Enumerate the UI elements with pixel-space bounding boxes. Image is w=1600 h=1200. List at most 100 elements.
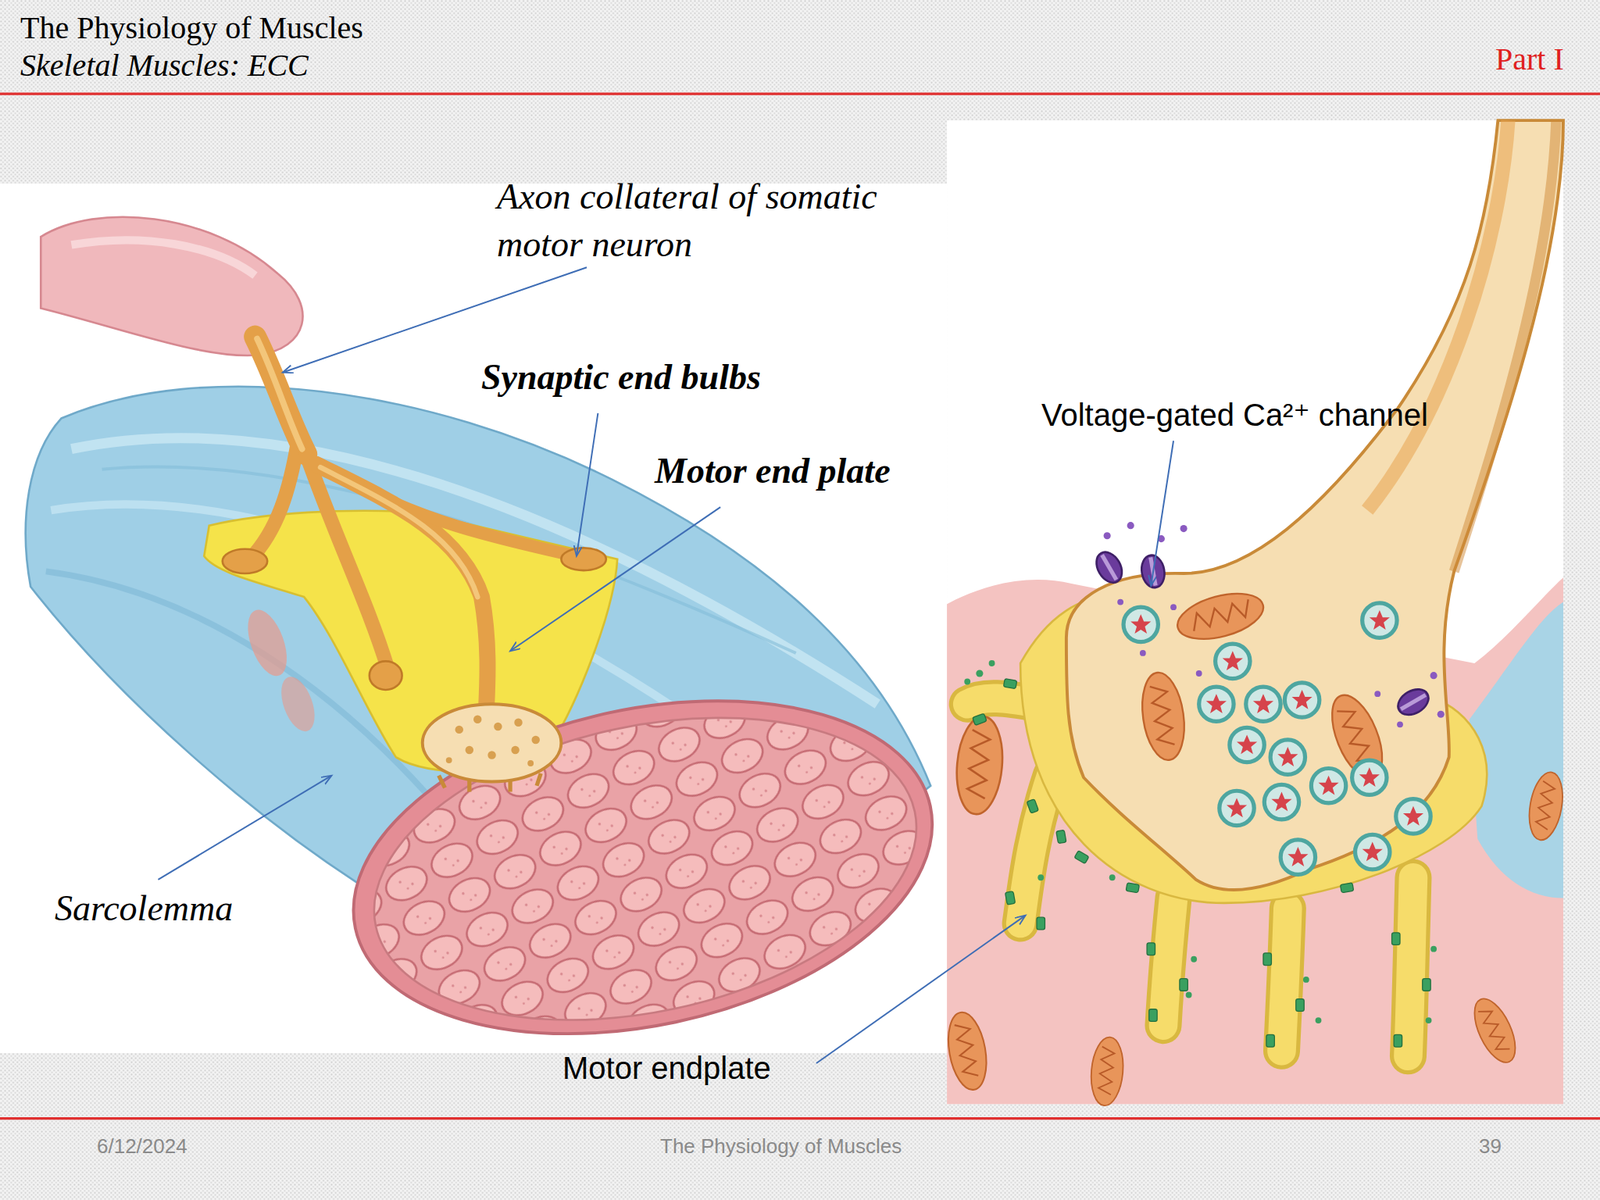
part-label: Voltage-gated Ca²⁺ channel [1041,396,1429,433]
footer-date: 6/12/2024 [96,1134,188,1159]
synaptic-vesicles [1246,686,1281,722]
vesicles [446,715,540,767]
junctional-folds [1163,897,1174,1025]
leader-line [816,915,1026,1064]
mitochondrion [1088,1035,1126,1108]
nerve-highlight [71,239,255,275]
calcium-ions [1437,710,1445,718]
vesicles [455,725,464,734]
axon-highlight [320,467,478,597]
myofibrils [346,671,945,1066]
vesicles [510,746,519,754]
ach-receptors [1339,882,1354,893]
axon-terminal [1066,120,1564,890]
acetylcholine [975,669,983,677]
end-bulb [560,547,606,571]
axon-shading [1453,120,1557,572]
calcium-ions [1396,721,1404,728]
slide-title: The Physiology of Muscles [20,9,364,47]
ach-receptors [1392,932,1400,946]
ach-receptors [972,678,1431,1047]
footer-title: The Physiology of Muscles [660,1134,902,1159]
acetylcholine [964,678,971,686]
junctional-folds [1163,897,1174,1025]
calcium-ions [1127,521,1135,529]
mitochondrion [942,1009,993,1093]
left-illustration [322,651,964,1083]
vesicles [531,735,540,744]
part-label: Sarcolemma [54,887,233,929]
acetylcholine [1190,956,1197,963]
ach-receptors [1125,882,1140,893]
synaptic-vesicles [1215,643,1250,679]
left-illustration [0,122,964,1084]
cross-section [322,651,964,1083]
calcium-ions [1374,690,1381,697]
ach-receptors [1146,942,1155,956]
ach-receptors [1393,1034,1402,1047]
ach-receptors [1056,829,1067,843]
header-rule [0,92,1600,96]
axon-highlight [257,339,478,597]
acetylcholine [1037,874,1044,881]
acetylcholine [1430,946,1437,953]
synaptic-vesicles [1123,603,1431,875]
mitochondrion [1137,669,1190,763]
synaptic-vesicles [1229,727,1265,762]
calcium-ions [1117,599,1124,606]
leader-line [282,267,587,373]
junctional-folds [1281,907,1288,1051]
ach-receptors [1422,978,1431,992]
junctional-folds [439,773,542,793]
vesicles [487,750,496,759]
mitochondrion [1466,992,1525,1069]
synaptic-vesicles [1310,768,1346,804]
ach-receptors [1296,999,1304,1012]
vesicles [527,760,534,767]
ach-receptors [1005,891,1016,905]
leader-line [576,413,598,557]
axon-highlight [257,339,302,450]
junctional-folds [1020,775,1051,924]
acetylcholine [989,660,996,667]
ach-receptors [1026,799,1039,814]
slide-subtitle: Skeletal Muscles: ECC [20,46,309,84]
leader-line [157,775,332,880]
end-bulb [222,549,268,574]
axon-collateral [255,336,307,454]
calcium-ions [1139,650,1147,657]
acetylcholine [964,660,1437,1024]
calcium-ions [1103,532,1111,540]
synaptic-vesicles [1270,739,1305,775]
ach-receptors [1179,978,1188,992]
leader-line [1150,440,1174,586]
synaptic-vesicles [1284,682,1319,718]
ach-receptors [1036,917,1045,930]
ach-receptors [1074,850,1090,865]
vesicles [493,722,502,731]
part-label: Motor endplate [562,1050,772,1086]
calcium-ions [1103,521,1445,728]
acetylcholine [1303,976,1310,983]
end-bulb [369,660,403,690]
part-label: Synaptic end bulbs [481,356,761,398]
junctional-folds [1020,775,1051,924]
end-bulb [422,703,562,782]
junctional-folds [1407,877,1414,1057]
synaptic-vesicles [1352,760,1387,795]
synaptic-vesicles [1264,784,1299,819]
vesicles [465,746,474,754]
axon-collateral [346,479,580,558]
synaptic-vesicles [1280,839,1315,875]
calcium-channel [1091,547,1128,588]
acetylcholine [1425,1017,1433,1024]
vesicles [514,718,522,727]
synaptic-vesicles [1199,686,1234,722]
vesicles [473,715,482,724]
part-label: Axon collateral of somatic motor neuron [496,173,888,268]
junctional-folds [1407,877,1414,1057]
mitochondrion [953,714,1007,817]
acetylcholine [1185,992,1193,999]
